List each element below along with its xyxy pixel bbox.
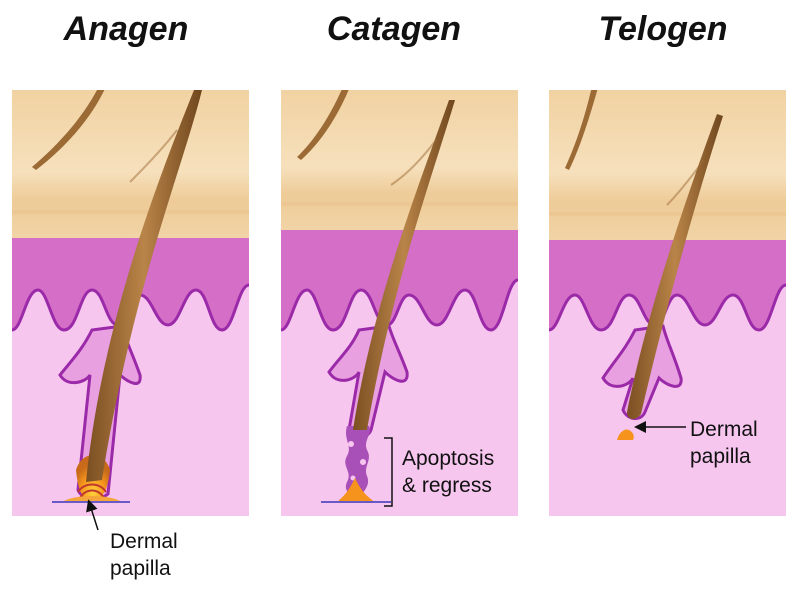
dermal-papilla-shape bbox=[617, 429, 634, 440]
label-line: Apoptosis bbox=[402, 447, 495, 470]
skin-surface-layer bbox=[281, 90, 518, 230]
anagen-pointer-arrow bbox=[86, 499, 99, 531]
label-line: & regress bbox=[402, 474, 492, 497]
telogen-panel bbox=[549, 90, 786, 516]
anagen-panel bbox=[12, 90, 249, 516]
catagen-panel bbox=[281, 90, 518, 516]
telogen-dermal-papilla-label: Dermal papilla bbox=[690, 416, 758, 470]
telogen-title: Telogen bbox=[598, 10, 728, 48]
label-line: Dermal bbox=[690, 418, 758, 441]
catagen-title: Catagen bbox=[326, 10, 462, 48]
catagen-bracket bbox=[384, 437, 393, 507]
dermal-papilla-shape bbox=[62, 496, 122, 502]
label-line: papilla bbox=[690, 445, 751, 468]
hair-shaft bbox=[627, 114, 723, 420]
catagen-apoptosis-label: Apoptosis & regress bbox=[402, 445, 494, 499]
anagen-title: Anagen bbox=[63, 10, 189, 48]
dermal-papilla-shape bbox=[337, 478, 375, 502]
anagen-dermal-papilla-label: Dermal papilla bbox=[110, 528, 178, 582]
label-line: papilla bbox=[110, 557, 171, 580]
hair-shaft bbox=[86, 90, 202, 482]
label-line: Dermal bbox=[110, 530, 178, 553]
hair-shaft bbox=[353, 100, 455, 430]
